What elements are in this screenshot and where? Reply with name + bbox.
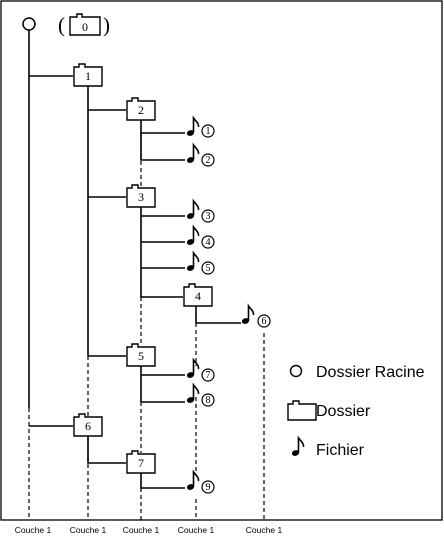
file-9-badge: [201, 480, 215, 494]
music-note-icon: [186, 372, 195, 378]
file-5-label: 5: [206, 263, 211, 274]
file-9-label: 9: [206, 482, 211, 493]
folder-5-label: 5: [138, 349, 144, 363]
legend-file-label: Fichier: [316, 442, 365, 459]
folder-7-label: 7: [138, 456, 144, 470]
file-9: 9: [186, 469, 215, 494]
file-3: 3: [186, 198, 215, 223]
folder-5-trunk-line: [140, 366, 185, 403]
file-3-badge: [201, 209, 215, 223]
music-note-icon: [241, 318, 250, 324]
folder-5-icon: [126, 343, 156, 367]
folder-6: 6: [73, 413, 103, 437]
file-2: 2: [186, 142, 215, 167]
music-note-icon: [186, 484, 195, 490]
folder-3-icon: [126, 184, 156, 208]
diagram-frame: [0, 0, 443, 521]
branch-to-file-9: [140, 473, 185, 489]
file-7-label: 7: [206, 370, 211, 381]
music-note-icon: [186, 239, 195, 245]
folder-3-label: 3: [138, 190, 144, 204]
folder-7-icon: [126, 450, 156, 474]
file-8-label: 8: [206, 395, 211, 406]
legend: Dossier Racine Dossier Fichier: [287, 364, 425, 459]
folder-1: 1: [73, 63, 103, 87]
layer-guides: [28, 133, 265, 520]
legend-folder-label: Dossier: [316, 403, 371, 420]
folder-7: 7: [126, 450, 156, 474]
legend-root-folder-icon: [289, 364, 303, 378]
music-note-icon: [186, 213, 195, 219]
file-8: 8: [186, 382, 215, 407]
folder-1-icon: [73, 63, 103, 87]
layer-label-3: Couche 1: [123, 525, 160, 535]
file-7: 7: [186, 357, 215, 382]
layer-label-1: Couche 1: [15, 525, 52, 535]
branch-to-folder-7: [87, 436, 126, 464]
legend-file-icon: [291, 435, 305, 456]
file-2-label: 2: [206, 155, 211, 166]
file-5-badge: [201, 261, 215, 275]
root-folder-icon: [22, 17, 36, 31]
file-3-label: 3: [206, 211, 211, 222]
file-1: 1: [186, 115, 215, 138]
root-paren-close: ): [103, 13, 110, 37]
file-8-badge: [201, 393, 215, 407]
folder-2-label: 2: [138, 103, 144, 117]
file-6-badge: [257, 314, 271, 328]
folder-2: 2: [126, 97, 156, 121]
folder-5: 5: [126, 343, 156, 367]
folder-4: 4: [183, 283, 213, 307]
file-5: 5: [186, 250, 215, 275]
file-1-label: 1: [206, 126, 211, 137]
folder-4-label: 4: [195, 289, 201, 303]
branch-to-file-6: [195, 306, 241, 324]
file-4: 4: [186, 224, 215, 249]
folder-6-label: 6: [85, 419, 91, 433]
file-6-label: 6: [262, 316, 267, 327]
layer-labels: Couche 1 Couche 1 Couche 1 Couche 1 Couc…: [15, 525, 283, 535]
layer-label-4: Couche 1: [178, 525, 215, 535]
file-1-badge: [201, 124, 215, 138]
file-7-badge: [201, 368, 215, 382]
branch-to-file-1: [140, 120, 185, 134]
music-note-icon: [186, 397, 195, 403]
file-4-badge: [201, 235, 215, 249]
folder-3: 3: [126, 184, 156, 208]
file-6: 6: [241, 303, 271, 328]
root-paren-open: (: [58, 13, 65, 37]
music-note-icon: [186, 265, 195, 271]
folder-6-icon: [73, 413, 103, 437]
legend-root-folder-label: Dossier Racine: [316, 364, 425, 381]
file-2-badge: [201, 153, 215, 167]
music-note-icon: [186, 130, 195, 136]
folder-nodes: 1 2 3 4 5 6 7: [73, 63, 213, 474]
layer-label-5: Couche 1: [246, 525, 283, 535]
layer-label-2: Couche 1: [70, 525, 107, 535]
legend-folder-icon: [287, 400, 317, 421]
folder-1-label: 1: [85, 69, 91, 83]
music-note-icon: [186, 157, 195, 163]
folder-4-icon: [183, 283, 213, 307]
file-nodes: 1 2 3 4 5 6: [186, 115, 271, 494]
file-4-label: 4: [206, 237, 211, 248]
branch-to-file-2: [140, 133, 185, 161]
folder-2-icon: [126, 97, 156, 121]
folder-3-trunk-line: [140, 206, 183, 298]
root-folder-label: 0: [82, 20, 88, 34]
root-folder-box: [69, 13, 101, 36]
